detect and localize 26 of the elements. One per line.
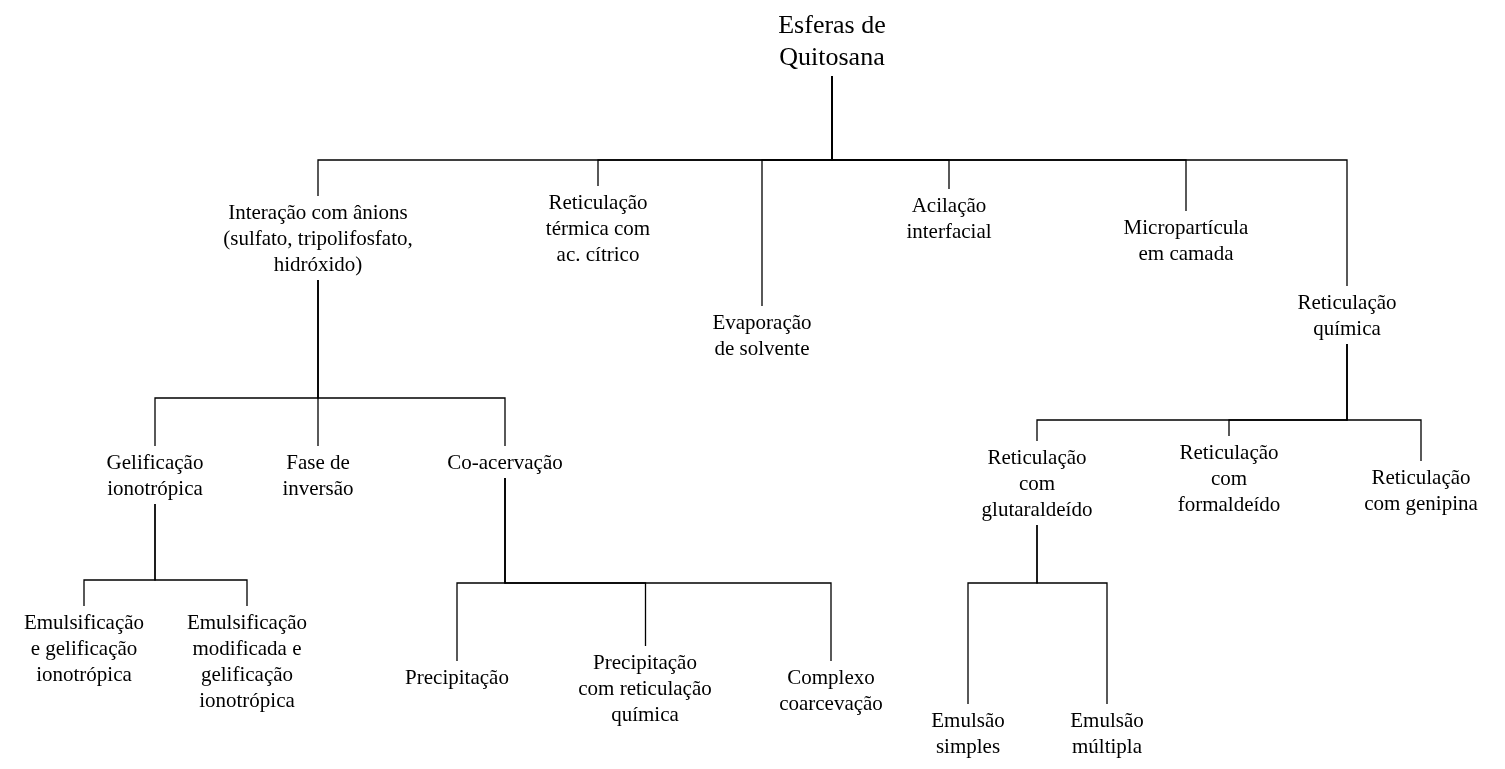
category-label: Precipitação com reticulação química <box>577 646 713 730</box>
category-label: Complexo coarcevação <box>772 661 890 719</box>
category-label: Emulsificação modificada e gelificação ionotrópica <box>171 606 323 716</box>
category-label: Reticulação com formaldeído <box>1170 436 1288 520</box>
tree-connector <box>154 503 248 607</box>
tree-connector <box>1036 524 1108 705</box>
category-label: Esferas de Quitosana <box>747 6 917 76</box>
category-label: Reticulação térmica com ac. cítrico <box>538 186 658 270</box>
tree-connector <box>1346 343 1422 462</box>
category-label: Emulsificação e gelificação ionotrópica <box>18 606 150 690</box>
category-label: Reticulação com genipina <box>1362 461 1480 519</box>
category-label: Interação com ânions (sulfato, tripolifosfato, hidróxido) <box>202 196 434 280</box>
category-label: Evaporação de solvente <box>706 306 818 364</box>
category-label: Gelificação ionotrópica <box>96 446 214 504</box>
category-label: Reticulação química <box>1291 286 1403 344</box>
category-label: Emulsão múltipla <box>1061 704 1153 762</box>
tree-connector <box>317 279 506 447</box>
category-label: Emulsão simples <box>922 704 1014 762</box>
category-label: Co-acervação <box>435 446 575 478</box>
category-label: Acilação interfacial <box>899 189 999 247</box>
category-label: Reticulação com glutaraldeído <box>976 441 1098 525</box>
category-label: Fase de inversão <box>274 446 362 504</box>
tree-connector <box>504 477 832 662</box>
category-label: Precipitação <box>392 661 522 693</box>
category-label: Micropartícula em camada <box>1116 211 1256 269</box>
tree-connector <box>831 75 1348 287</box>
